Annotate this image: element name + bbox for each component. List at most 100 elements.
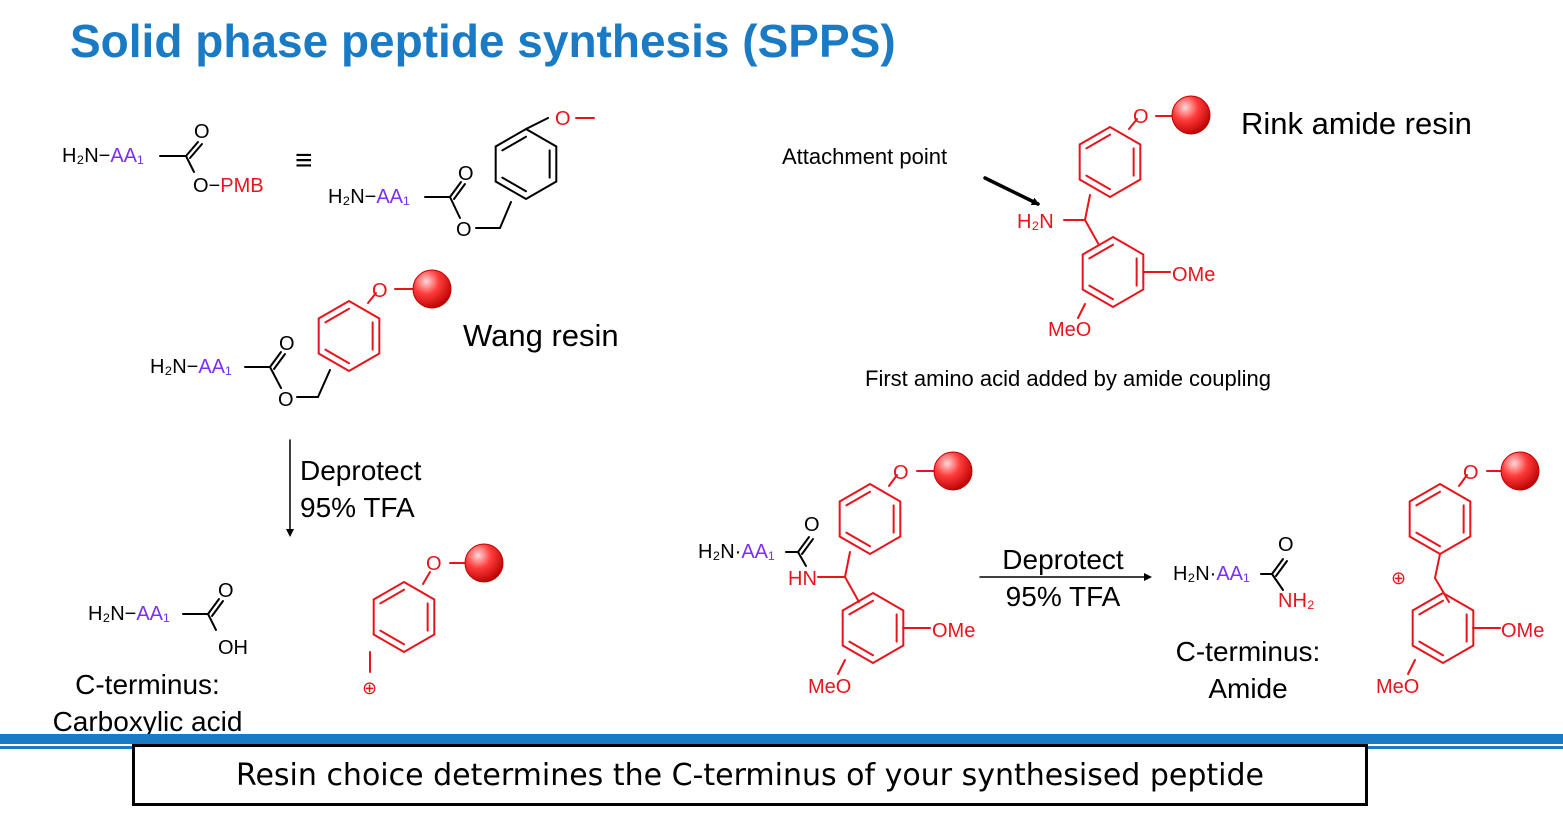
deprotect-left-line2: 95% TFA xyxy=(300,492,415,523)
bond xyxy=(888,474,898,487)
ring-double-bond xyxy=(848,640,874,657)
ring-double-bond xyxy=(501,176,527,193)
c-terminus-amide-line2: Amide xyxy=(1208,673,1288,704)
rink-methoxy-left: MeO xyxy=(1048,319,1091,341)
rink-resin-bead xyxy=(1171,95,1211,135)
wang-ether-oxygen: O xyxy=(372,280,388,302)
ring-double-bond xyxy=(1418,640,1444,657)
bond xyxy=(1434,577,1450,603)
c-terminus-acid-label: C-terminus: Carboxylic acid xyxy=(40,666,255,740)
bond xyxy=(273,353,286,370)
bond xyxy=(837,659,846,675)
bond xyxy=(1271,558,1284,575)
key-message-box: Resin choice determines the C-terminus o… xyxy=(132,744,1368,806)
bond xyxy=(449,181,462,198)
ring-double-bond xyxy=(324,348,350,365)
rink-cation-oxygen: O xyxy=(1463,462,1479,484)
rink-cation-lower-ring xyxy=(1411,591,1475,665)
acid-product-amine: H₂N−AA₁ xyxy=(88,603,170,625)
chemical-structures: H₂N−AA₁ O O−PMB ≡ H₂N−AA₁ O O O H₂N−AA₁ O O O H₂N−AA… xyxy=(62,95,1544,698)
ring-double-bond xyxy=(324,307,350,324)
attachment-arrow xyxy=(983,176,1040,206)
equivalent-sign: ≡ xyxy=(295,144,313,177)
key-message-text: Resin choice determines the C-terminus o… xyxy=(235,757,1265,793)
bond xyxy=(1407,659,1416,675)
attachment-point-label: Attachment point xyxy=(782,144,948,169)
rink-methoxy-right: OMe xyxy=(1172,264,1215,286)
bond xyxy=(1434,553,1441,579)
bound-resin-bead xyxy=(933,451,973,491)
ester-oxygen: O xyxy=(278,389,294,411)
ring-double-bond xyxy=(1418,599,1444,616)
ring-double-bond xyxy=(1415,490,1441,507)
ring-double-bond xyxy=(1085,133,1111,150)
ring-double-bond xyxy=(848,599,874,616)
methoxy-oxygen: O xyxy=(555,108,571,130)
bond xyxy=(185,141,199,157)
amide-product-amine: H₂N·AA₁ xyxy=(1173,563,1250,585)
c-terminus-acid-line1: C-terminus: xyxy=(75,669,220,700)
carbocation-charge: ⊕ xyxy=(362,678,377,698)
rink-lower-ring xyxy=(1081,235,1145,309)
aa1-pmb-expanded-amine: H₂N−AA₁ xyxy=(328,186,410,208)
rink-upper-ring xyxy=(1078,125,1142,199)
bond xyxy=(367,292,377,304)
bound-lower-ring xyxy=(841,591,905,665)
ring-double-bond xyxy=(379,588,405,605)
pmb-benzene-ring xyxy=(494,127,558,201)
reaction-scheme: H₂N−AA₁ O O−PMB ≡ H₂N−AA₁ O O O H₂N−AA₁ O O O H₂N−AA… xyxy=(62,95,1544,698)
c-terminus-acid-line2: Carboxylic acid xyxy=(52,706,243,737)
carbonyl-oxygen: O xyxy=(194,121,210,143)
amide-nh: HN xyxy=(788,568,817,590)
bond xyxy=(449,196,461,219)
c-terminus-amide-line1: C-terminus: xyxy=(1175,636,1321,667)
rink-amine: H₂N xyxy=(1017,211,1054,233)
slide-title: Solid phase peptide synthesis (SPPS) xyxy=(70,15,896,67)
bond xyxy=(1128,118,1138,130)
carbonyl-oxygen: O xyxy=(458,163,474,185)
wang-cation-ring xyxy=(372,580,436,654)
pmb-ester: O−PMB xyxy=(193,175,264,197)
footer-divider-thick xyxy=(0,734,1563,744)
bond xyxy=(844,576,860,603)
deprotect-right-line2: 95% TFA xyxy=(1005,581,1121,612)
wang-cation-bead xyxy=(464,543,504,583)
rink-cation-methoxy-left: MeO xyxy=(1376,676,1419,698)
bond xyxy=(1458,474,1468,487)
acid-carbonyl-oxygen: O xyxy=(218,580,234,602)
product-nh2: NH₂ xyxy=(1278,590,1315,612)
aa1-pmb-amine: H₂N−AA₁ xyxy=(62,145,144,167)
bond xyxy=(189,143,203,159)
wang-amine: H₂N−AA₁ xyxy=(150,356,232,378)
bond xyxy=(499,201,512,229)
ring-double-bond xyxy=(1415,531,1441,548)
bond xyxy=(525,117,549,130)
bond xyxy=(801,538,814,555)
rink-ether-oxygen: O xyxy=(1133,106,1149,128)
bond xyxy=(207,613,217,631)
bond xyxy=(317,369,331,398)
wang-benzene-ring xyxy=(317,299,381,373)
ring-double-bond xyxy=(1085,174,1111,191)
rink-amide-resin-label: Rink amide resin xyxy=(1241,106,1472,141)
bond xyxy=(453,183,466,200)
first-amino-acid-note: First amino acid added by amide coupling xyxy=(865,366,1272,391)
rink-carbocation-charge: ⊕ xyxy=(1391,568,1406,588)
bond xyxy=(269,351,282,368)
bond xyxy=(1077,303,1086,319)
c-terminus-amide-label: C-terminus: Amide xyxy=(1160,633,1336,707)
bond xyxy=(1275,560,1288,577)
deprotect-left-label: Deprotect 95% TFA xyxy=(300,452,421,526)
bond xyxy=(1271,573,1284,591)
bond xyxy=(185,155,195,173)
bond xyxy=(207,598,220,615)
bond xyxy=(269,366,282,389)
deprotect-left-line1: Deprotect xyxy=(300,455,422,486)
rink-cation-methoxy-right: OMe xyxy=(1501,620,1544,642)
bound-ether-oxygen: O xyxy=(893,462,909,484)
ring-double-bond xyxy=(501,135,527,152)
amide-carbonyl-oxygen: O xyxy=(804,514,820,536)
ring-double-bond xyxy=(845,531,871,548)
bond xyxy=(1084,194,1091,221)
bond xyxy=(422,571,431,585)
